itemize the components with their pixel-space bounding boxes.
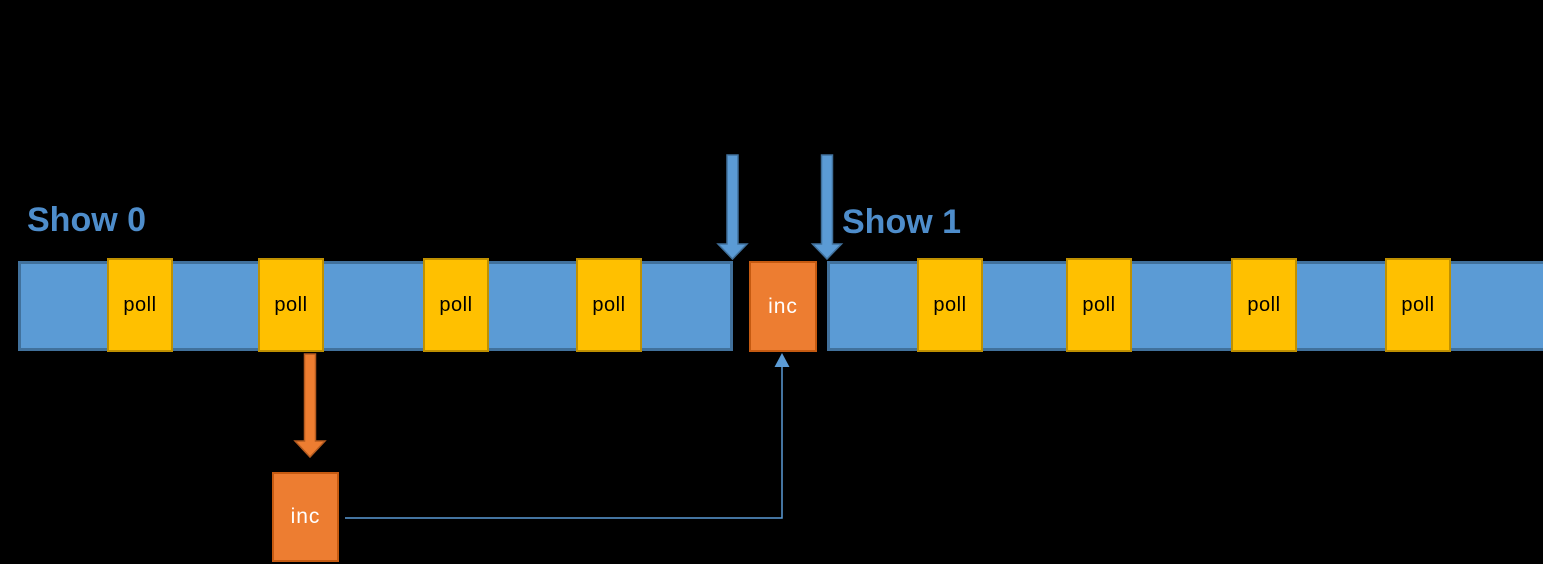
poll-block: poll <box>576 258 642 352</box>
show-1-label: Show 1 <box>842 203 962 241</box>
inc-block-detail: inc <box>272 472 339 562</box>
poll-block: poll <box>1385 258 1451 352</box>
poll-block: poll <box>917 258 983 352</box>
poll-block: poll <box>107 258 173 352</box>
poll-block: poll <box>1231 258 1297 352</box>
show-0-end-arrow-icon <box>716 154 749 261</box>
show-1-start-arrow-icon <box>810 154 844 261</box>
inc-connector-arrowhead-icon <box>774 353 790 367</box>
poll-block: poll <box>258 258 324 352</box>
poll-to-inc-arrow-icon <box>293 353 327 459</box>
inc-connector-line <box>345 367 783 519</box>
poll-block: poll <box>1066 258 1132 352</box>
poll-block: poll <box>423 258 489 352</box>
inc-block-main: inc <box>749 261 817 352</box>
show-0-label: Show 0 <box>27 201 147 239</box>
